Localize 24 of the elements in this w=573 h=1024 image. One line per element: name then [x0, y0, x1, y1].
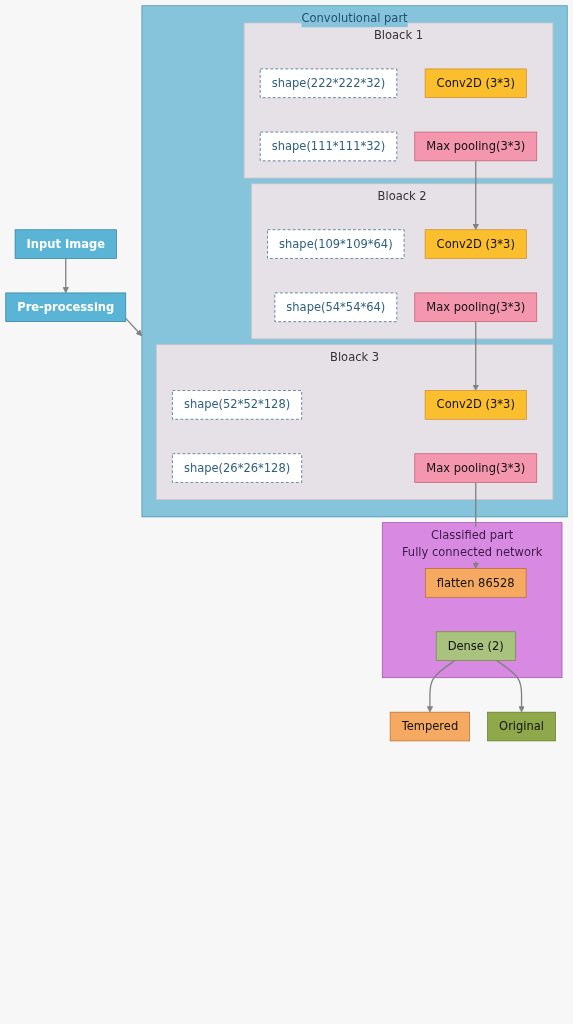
node-box: flatten 86528 — [424, 568, 527, 598]
arrow — [62, 257, 69, 294]
node-box: shape(26*26*128) — [172, 453, 303, 483]
arrow — [426, 659, 456, 713]
node-box: Max pooling(3*3) — [414, 453, 538, 483]
node-box: Max pooling(3*3) — [414, 131, 538, 162]
node-box: Pre-processing — [5, 292, 127, 322]
node-box: Tempered — [389, 711, 471, 742]
node-box: Conv2D (3*3) — [424, 68, 527, 98]
arrow — [472, 160, 479, 230]
node-box: Input Image — [14, 229, 117, 259]
arrow — [472, 321, 479, 391]
node-box: Conv2D (3*3) — [424, 229, 527, 259]
arrow — [495, 659, 525, 713]
node-box: Dense (2) — [435, 631, 516, 661]
node-box: Max pooling(3*3) — [414, 292, 538, 322]
arrow — [125, 317, 143, 337]
node-box: shape(52*52*128) — [172, 390, 303, 420]
node-box: shape(54*54*64) — [274, 292, 398, 322]
node-box: shape(222*222*32) — [259, 68, 398, 98]
node-box: shape(109*109*64) — [267, 229, 405, 259]
node-box: Conv2D (3*3) — [424, 390, 527, 420]
node-box: Original — [487, 711, 556, 742]
node-box: shape(111*111*32) — [259, 131, 398, 162]
